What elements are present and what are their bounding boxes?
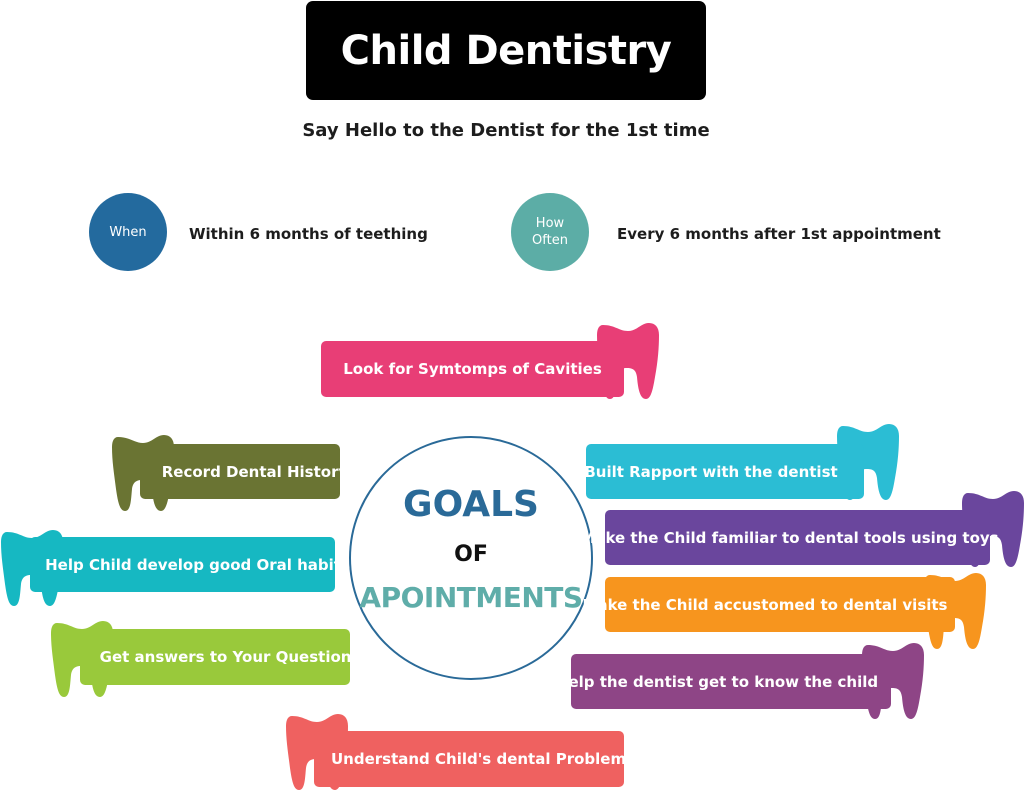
title-banner: Child Dentistry (306, 1, 706, 100)
goal-label: Understand Child's dental Problems (330, 750, 636, 768)
goals-heading: GOALS (403, 484, 539, 525)
goals-circle: GOALS OF APOINTMENTS (349, 436, 593, 680)
goal-label: Look for Symtomps of Cavities (343, 360, 602, 378)
goal-look-for-cavities: Look for Symtomps of Cavities (321, 341, 624, 397)
goal-label: Built Rapport with the dentist (584, 462, 838, 481)
goal-oral-habits: Help Child develop good Oral habits (30, 537, 350, 592)
of-heading: OF (454, 542, 488, 567)
page-subtitle: Say Hello to the Dentist for the 1st tim… (302, 120, 710, 141)
when-label: When (109, 224, 147, 240)
when-badge: When (89, 193, 167, 271)
goal-label: Make the Child accustomed to dental visi… (582, 595, 948, 614)
goal-label: Get answers to Your Questions (99, 648, 361, 666)
when-text: Within 6 months of teething (189, 225, 428, 243)
goal-accustomed-visits: Make the Child accustomed to dental visi… (583, 577, 955, 632)
appointments-heading: APOINTMENTS (359, 581, 583, 614)
how-often-text: Every 6 months after 1st appointment (617, 225, 941, 243)
how-often-badge: How Often (511, 193, 589, 271)
page-title: Child Dentistry (340, 27, 672, 74)
goal-label: Record Dental History (161, 462, 349, 481)
goal-label: Help Child develop good Oral habits (45, 555, 350, 574)
goal-understand-problems: Understand Child's dental Problems (314, 731, 635, 787)
goal-get-answers: Get answers to Your Questions (80, 629, 360, 685)
goal-familiar-tools: Make the Child familiar to dental tools … (580, 510, 999, 565)
goal-label: Help the dentist get to know the child (555, 672, 879, 691)
how-often-label: How Often (532, 216, 568, 248)
goal-built-rapport: Built Rapport with the dentist (584, 444, 864, 499)
goal-know-the-child: Help the dentist get to know the child (556, 654, 891, 709)
goal-label: Make the Child familiar to dental tools … (580, 528, 999, 547)
goal-record-dental-history: Record Dental History (140, 444, 348, 499)
